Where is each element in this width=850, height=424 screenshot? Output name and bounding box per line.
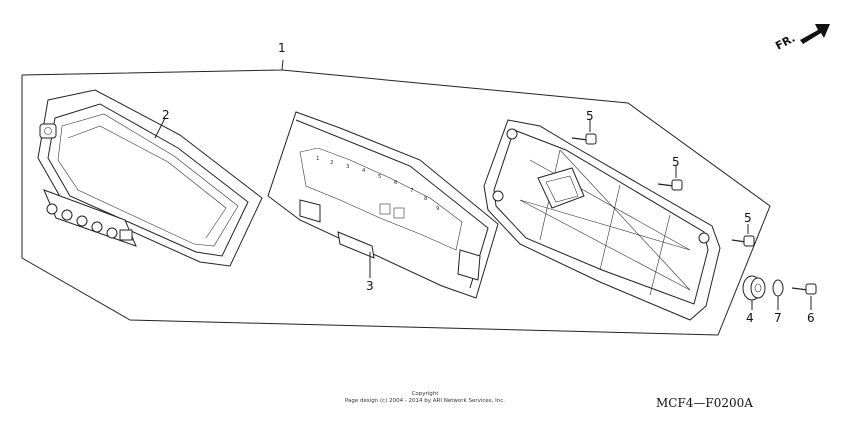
gauge-scale: 1 2 3 4 5 6 7 8 9 <box>316 156 440 219</box>
svg-text:6: 6 <box>394 180 398 186</box>
svg-text:4: 4 <box>362 168 366 174</box>
callout-5b: 5 <box>672 155 680 169</box>
svg-text:5: 5 <box>378 174 382 180</box>
screw-5-lower <box>731 224 755 247</box>
meter-cover <box>37 89 263 267</box>
callout-5a: 5 <box>586 109 594 123</box>
grommet <box>742 275 766 310</box>
front-direction-indicator: FR. <box>773 24 830 53</box>
mounting-tabs <box>299 199 481 281</box>
assembly-outline <box>21 59 771 336</box>
callout-1: 1 <box>278 41 286 55</box>
screw-5-middle <box>657 166 683 191</box>
callout-7: 7 <box>774 311 782 325</box>
washer <box>772 279 784 310</box>
small-screw <box>791 283 817 310</box>
callout-5c: 5 <box>744 211 752 225</box>
fr-label: FR. <box>773 32 797 53</box>
callout-4: 4 <box>746 311 754 325</box>
diagram-code: MCF4—F0200A <box>656 396 753 410</box>
copyright-label: Copyright <box>412 391 440 397</box>
svg-text:8: 8 <box>424 196 428 202</box>
copyright-notice: Page design (c) 2004 - 2014 by ARI Netwo… <box>345 398 505 404</box>
indicator-lamps <box>46 203 133 241</box>
svg-text:2: 2 <box>330 160 334 166</box>
svg-text:3: 3 <box>346 164 350 170</box>
svg-text:1: 1 <box>316 156 320 162</box>
callout-3: 3 <box>366 279 374 293</box>
screw-5-upper <box>571 120 597 145</box>
svg-text:9: 9 <box>436 206 440 212</box>
instrument-panel: 1 2 3 4 5 6 7 8 9 <box>267 111 499 299</box>
case-ribs <box>519 149 691 296</box>
callout-2: 2 <box>162 108 170 122</box>
meter-case <box>483 119 721 321</box>
svg-text:7: 7 <box>410 188 414 194</box>
callout-6: 6 <box>807 311 815 325</box>
arrow-right-icon <box>800 24 830 44</box>
